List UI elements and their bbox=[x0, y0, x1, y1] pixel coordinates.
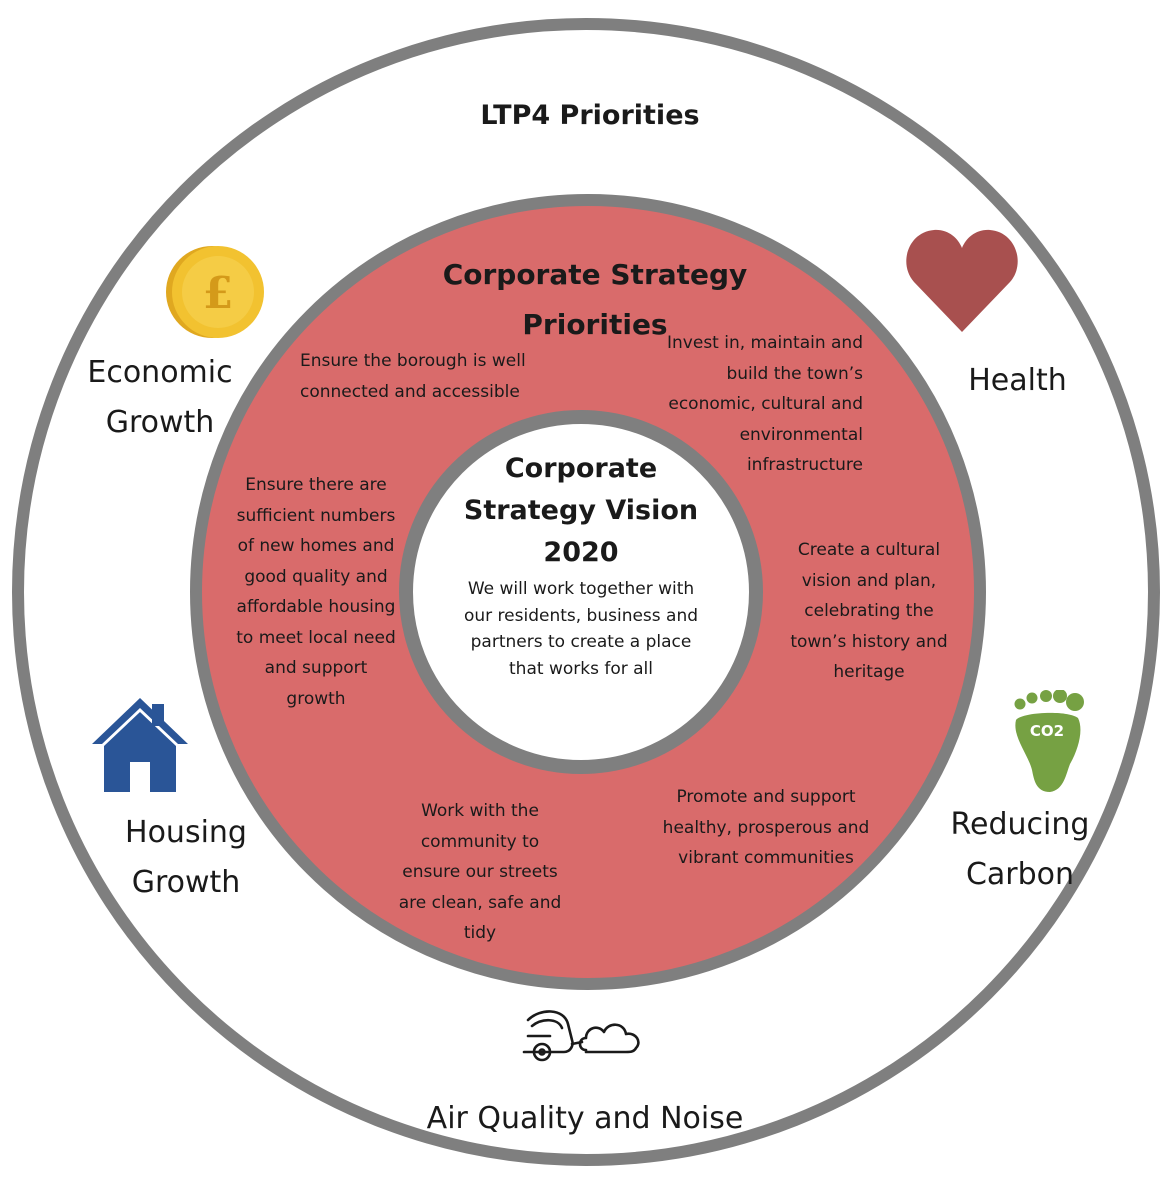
car-exhaust-cloud-icon bbox=[522, 1010, 640, 1062]
priority-connected-accessible: Ensure the borough is well connected and… bbox=[300, 351, 526, 402]
reducing-carbon-label: Reducing Carbon bbox=[950, 807, 1090, 892]
air-quality-noise-label: Air Quality and Noise bbox=[426, 1101, 744, 1136]
housing-growth-label: Housing Growth bbox=[125, 815, 247, 900]
heart-icon bbox=[906, 229, 1018, 332]
priority-healthy-communities: Promote and support healthy, prosperous … bbox=[662, 787, 870, 868]
priority-housing: Ensure there are sufficient numbers of n… bbox=[236, 475, 396, 709]
economic-growth-label: Economic Growth bbox=[87, 355, 233, 440]
priority-clean-streets: Work with the community to ensure our st… bbox=[398, 801, 562, 943]
priority-cultural-vision: Create a cultural vision and plan, celeb… bbox=[790, 540, 948, 682]
corporate-strategy-priorities-title: Corporate Strategy Priorities bbox=[442, 258, 748, 341]
svg-text:CO2: CO2 bbox=[1030, 722, 1064, 740]
ltp4-priorities-title: LTP4 Priorities bbox=[480, 100, 700, 131]
svg-text:£: £ bbox=[203, 268, 234, 319]
co2-footprint-icon: CO2 bbox=[1014, 690, 1084, 792]
priority-invest-infrastructure: Invest in, maintain and build the town’s… bbox=[667, 333, 863, 475]
health-label: Health bbox=[968, 363, 1067, 398]
pound-coin-icon: £ bbox=[166, 246, 264, 338]
inner-ring bbox=[399, 410, 763, 774]
vision-title: Corporate Strategy Vision 2020 bbox=[463, 453, 699, 568]
vision-statement: We will work together with our residents… bbox=[463, 579, 699, 679]
house-icon bbox=[92, 698, 188, 792]
